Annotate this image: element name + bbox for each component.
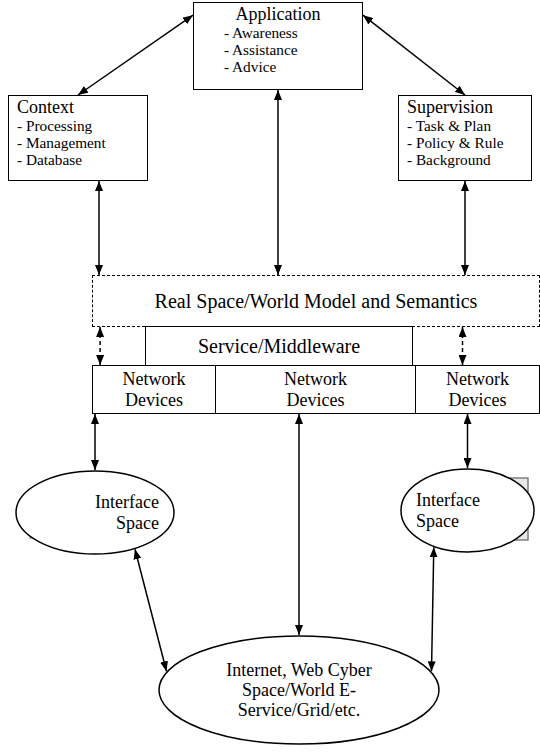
list-item: - Awareness <box>194 24 362 41</box>
connector-arrow <box>432 547 434 671</box>
connector-arrow <box>98 181 100 275</box>
box-heading: Context <box>9 97 147 117</box>
dashed-connector <box>99 327 101 365</box>
text-group: Interface Space <box>416 490 496 530</box>
internet-ellipse: Internet, Web Cyber Space/World E-Servic… <box>158 635 440 745</box>
list-item: - Background <box>399 151 531 168</box>
text-group: Network Devices <box>266 369 366 409</box>
list-item: - Task & Plan <box>399 117 531 134</box>
list-item: - Database <box>9 151 147 168</box>
box-label: Network Devices <box>104 369 204 409</box>
connector-arrow <box>298 414 300 635</box>
text-group: Interface Space <box>79 492 159 532</box>
connector-arrow <box>94 414 96 470</box>
world-model-band: Real Space/World Model and Semantics <box>92 275 540 327</box>
middleware-box: Service/Middleware <box>145 326 413 366</box>
network-devices-box: Network Devices <box>415 365 540 414</box>
box-label: Interface Space <box>416 490 496 530</box>
list-item: - Advice <box>194 58 362 75</box>
supervision-box: Supervision- Task & Plan- Policy & Rule-… <box>398 95 532 181</box>
dashed-connector <box>462 327 464 365</box>
box-label: Network Devices <box>266 369 366 409</box>
text-group: Supervision- Task & Plan- Policy & Rule-… <box>399 97 531 169</box>
network-devices-box: Network Devices <box>215 365 416 414</box>
interface-space-ellipse: Interface Space <box>400 468 535 553</box>
connector-arrow <box>78 15 193 95</box>
network-devices-box: Network Devices <box>92 365 216 414</box>
text-group: Real Space/World Model and Semantics <box>155 290 478 312</box>
interface-space-ellipse: Interface Space <box>15 470 175 555</box>
ellipse-shape <box>159 636 439 744</box>
list-item: - Assistance <box>194 41 362 58</box>
application-box: Application- Awareness- Assistance- Advi… <box>193 2 363 90</box>
ellipse-shape <box>401 469 534 552</box>
text-group: Context- Processing- Management- Databas… <box>9 97 147 169</box>
connector-arrow <box>467 414 469 468</box>
box-label: Interface Space <box>79 492 159 532</box>
text-group: Internet, Web Cyber Space/World E-Servic… <box>220 660 378 720</box>
list-item: - Policy & Rule <box>399 134 531 151</box>
text-group: Network Devices <box>104 369 204 409</box>
connector-arrow <box>464 181 466 275</box>
connector-arrow <box>363 15 465 95</box>
box-heading: Application <box>194 4 362 24</box>
box-label: Network Devices <box>428 369 528 409</box>
connector-arrow <box>277 90 279 275</box>
connector-arrow <box>135 549 167 671</box>
box-label: Internet, Web Cyber Space/World E-Servic… <box>220 660 378 720</box>
box-label: Service/Middleware <box>198 335 360 357</box>
text-group: Application- Awareness- Assistance- Advi… <box>194 4 362 76</box>
list-item: - Management <box>9 134 147 151</box>
box-heading: Supervision <box>399 97 531 117</box>
ellipse-shape <box>16 471 174 554</box>
context-box: Context- Processing- Management- Databas… <box>8 95 148 181</box>
box-label: Real Space/World Model and Semantics <box>155 290 478 312</box>
text-group: Network Devices <box>428 369 528 409</box>
text-group: Service/Middleware <box>198 335 360 357</box>
list-item: - Processing <box>9 117 147 134</box>
